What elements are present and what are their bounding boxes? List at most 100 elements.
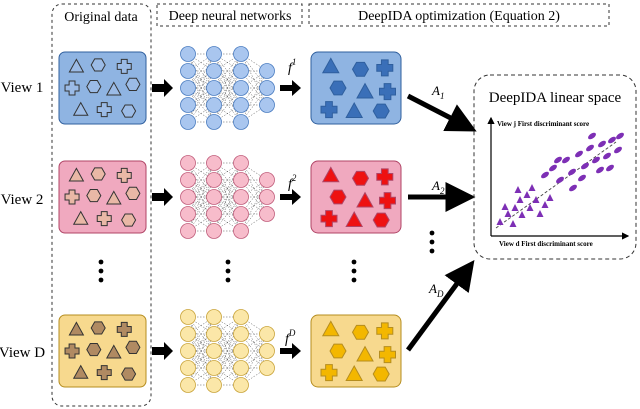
ellipsis-dot [429, 248, 435, 254]
network-edge [213, 70, 242, 89]
class-a-point [532, 196, 540, 203]
feature-shape [356, 82, 374, 99]
linear-space-box [473, 74, 637, 260]
network-edge [240, 333, 268, 352]
network-node [206, 360, 222, 376]
ellipsis-dot [225, 259, 231, 265]
network-edge [213, 333, 242, 386]
ellipsis-dot [351, 259, 357, 265]
raw-sample [72, 101, 89, 116]
network-node [206, 155, 222, 171]
raw-sample [68, 321, 85, 336]
raw-sample [90, 58, 106, 72]
network-node [180, 326, 196, 342]
raw-sample [121, 367, 137, 381]
network-edge [240, 53, 268, 72]
feature-shape [321, 166, 340, 183]
network-edge [213, 196, 242, 215]
raw-sample [72, 364, 89, 379]
network-edge [240, 179, 268, 198]
network-node [233, 309, 249, 325]
network-node [180, 97, 196, 113]
network-node [259, 189, 275, 205]
class-b-point [603, 152, 611, 160]
raw-sample [121, 213, 137, 227]
network-edge [213, 316, 242, 335]
network-edge [213, 316, 242, 369]
class-a-point [501, 203, 509, 210]
class-b-point [578, 174, 586, 182]
ellipsis-dot [98, 259, 104, 265]
network-node [206, 80, 222, 96]
network-edge [187, 70, 215, 89]
y-axis-label: View j First discriminant score [497, 120, 589, 128]
network-node [233, 377, 249, 393]
network-node [180, 80, 196, 96]
network-node [233, 114, 249, 130]
ellipsis-dot [351, 268, 357, 274]
class-a-point [528, 184, 536, 191]
raw-sample [86, 189, 102, 203]
raw-sample [105, 81, 122, 96]
network-edge [187, 333, 215, 352]
network-node [259, 63, 275, 79]
class-b-point [598, 140, 606, 148]
network-node [206, 326, 222, 342]
class-a-point [514, 186, 522, 193]
network-node [233, 172, 249, 188]
network-edge [240, 196, 268, 215]
network-node [259, 343, 275, 359]
network-edge [187, 213, 215, 232]
network-node [180, 172, 196, 188]
feature-shape [321, 57, 340, 74]
network-edge [187, 179, 215, 198]
a2-label: A2 [431, 178, 445, 196]
network-node [180, 46, 196, 62]
network-edge [213, 162, 242, 181]
raw-sample [105, 190, 122, 205]
class-b-point [592, 156, 600, 164]
network-edge [187, 316, 215, 335]
raw-sample [68, 58, 85, 73]
network-edge [213, 179, 242, 232]
network-node [259, 326, 275, 342]
feature-shape [379, 192, 396, 210]
network-edge [187, 179, 215, 232]
network-edge [187, 316, 215, 369]
f-arrow-2 [280, 189, 301, 205]
network-node [180, 223, 196, 239]
feature-shape [351, 61, 370, 77]
network-edge [240, 367, 268, 386]
network-edge [187, 70, 215, 123]
ellipsis-dot [225, 277, 231, 283]
network-edge [240, 350, 268, 369]
network-edge [213, 367, 242, 386]
network-node [206, 206, 222, 222]
class-b-point [608, 136, 616, 144]
network-node [259, 172, 275, 188]
separation-line [495, 141, 617, 229]
ellipsis-dot [429, 230, 435, 236]
feature-shape [321, 320, 340, 337]
class-b-point [606, 164, 614, 172]
raw-sample [64, 189, 80, 205]
network-edge [187, 70, 215, 123]
feature-shape [320, 364, 338, 382]
network-node [233, 343, 249, 359]
network-node [180, 206, 196, 222]
network-edge [213, 53, 242, 106]
feature-shape [329, 343, 347, 359]
class-a-point [546, 194, 554, 201]
network-edge [213, 162, 242, 215]
class-b-point [586, 144, 594, 152]
network-node [233, 97, 249, 113]
feature-shape [351, 324, 370, 340]
f-arrow-1 [280, 80, 301, 96]
network-node [180, 189, 196, 205]
network-edge [240, 162, 268, 215]
network-node [180, 63, 196, 79]
input-arrow-3 [152, 342, 173, 360]
network-node [233, 360, 249, 376]
network-node [180, 343, 196, 359]
